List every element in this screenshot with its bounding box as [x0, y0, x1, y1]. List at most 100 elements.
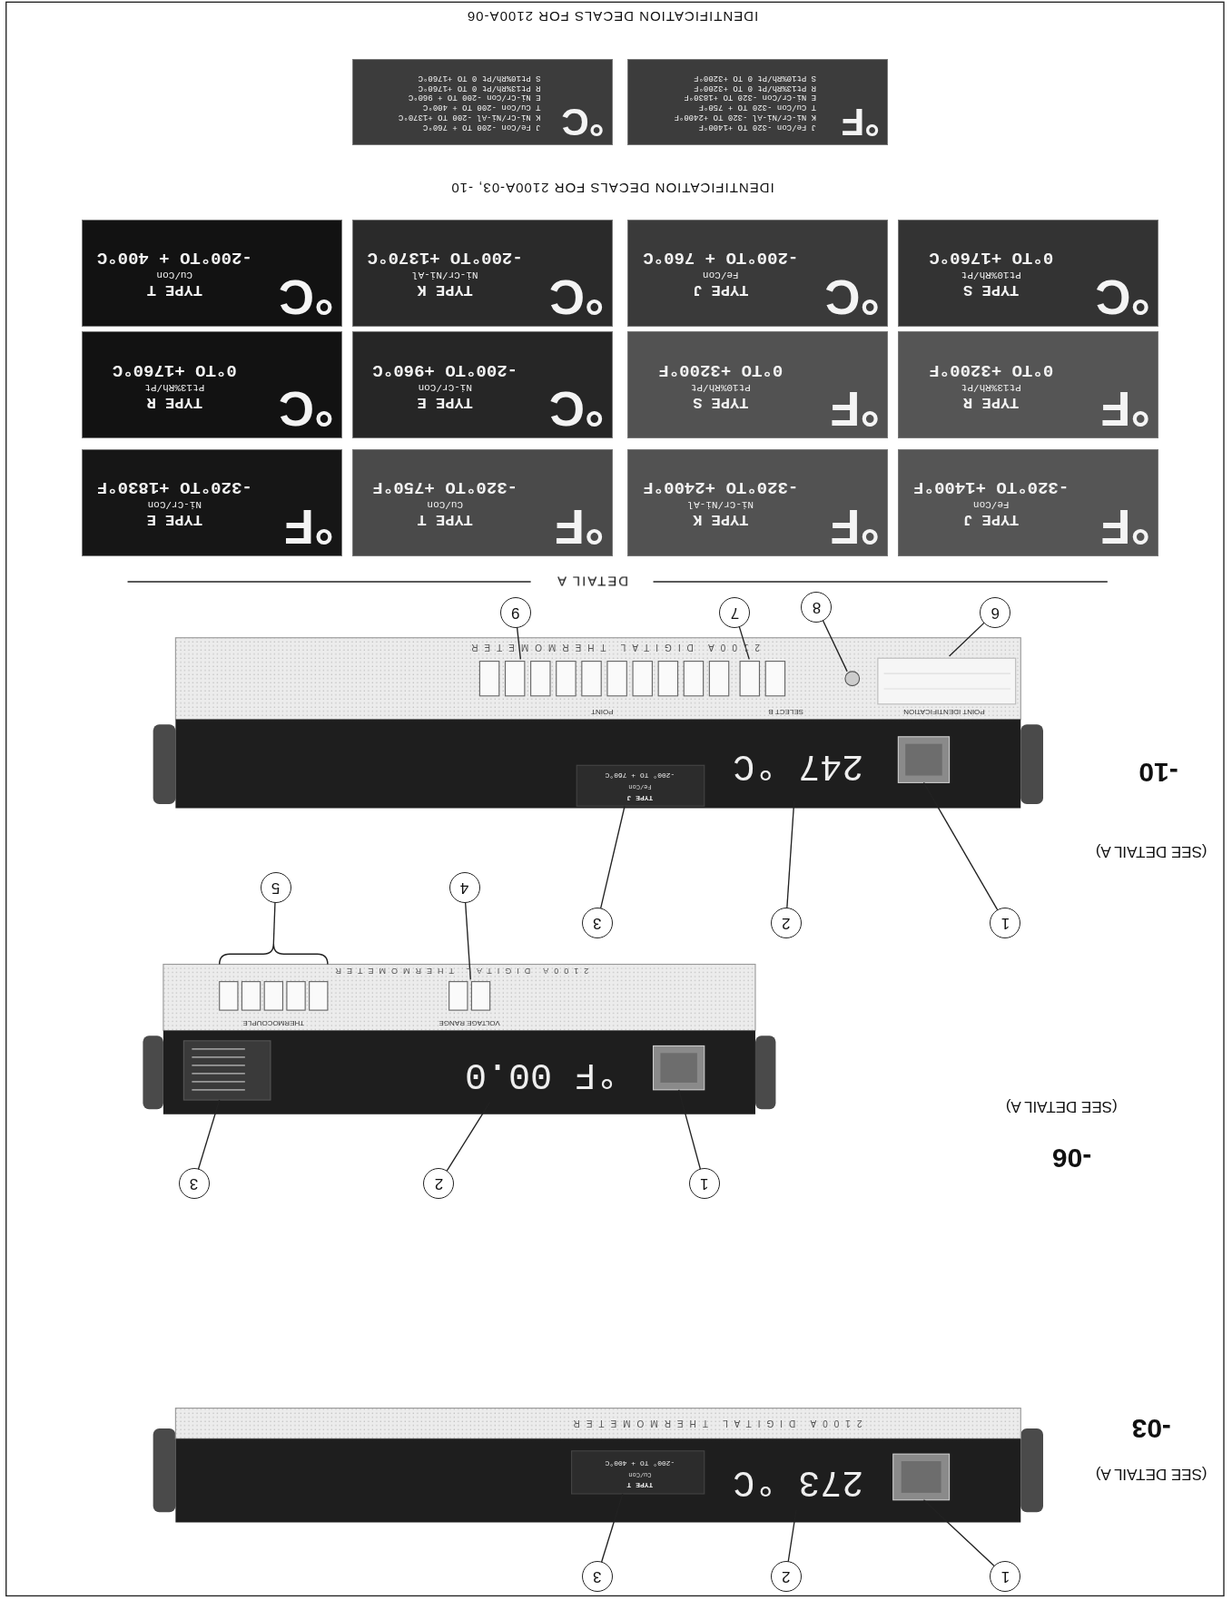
- callout-circle: 3: [581, 1561, 613, 1593]
- callout-circle: 4: [449, 872, 481, 904]
- switch-label: POINT IDENTIFICATION: [903, 708, 985, 716]
- scale-symbol: °C: [278, 273, 335, 323]
- callout-circle: 2: [423, 1168, 454, 1200]
- scale-symbol: °C: [561, 102, 604, 141]
- combined-decal: °CJ Fe/Con -200 TO + 760°CK Ni-Cr/Ni-Al …: [352, 59, 613, 145]
- scale-symbol: °F: [1100, 384, 1151, 434]
- display-reading: 00.0: [464, 1055, 552, 1093]
- range-text: -320°TO +1830°F: [97, 475, 253, 498]
- callout-number: 9: [511, 603, 520, 622]
- decal-text-column: TYPE ENi-Cr/Con-320°TO +1830°F: [88, 453, 262, 552]
- scale-symbol: °F: [1100, 502, 1151, 552]
- alloy-pair: Ni-Cr/Ni-Al: [687, 497, 754, 511]
- switch-label: THERMOCOUPLE: [243, 1019, 306, 1027]
- unit-suffix: -10: [1138, 758, 1178, 787]
- thermocouple-type: TYPE T: [417, 510, 474, 530]
- decal-text-column: TYPE KNi-Cr/Ni-Al-320°TO +2400°F: [633, 453, 808, 552]
- unit-suffix: -06: [1052, 1144, 1092, 1173]
- callout-number: 4: [460, 878, 469, 897]
- unit-03-drawing: [153, 1409, 1044, 1578]
- range-text: -200°TO +1370°C: [367, 246, 523, 268]
- switch-label: POINT: [591, 708, 613, 716]
- thermocouple-type: TYPE J: [963, 510, 1019, 530]
- callout-circle: 1: [989, 1561, 1021, 1593]
- callout-circle: 1: [689, 1168, 720, 1200]
- scale-symbol: °C: [825, 273, 881, 323]
- range-text: -200°TO + 400°C: [97, 246, 253, 268]
- decal-text-column: TYPE ENi-Cr/Con-200°TO +960°C: [358, 335, 533, 434]
- callout-circle: 6: [979, 597, 1011, 629]
- panel-title: 2100A DIGITAL THERMOMETER: [567, 1419, 863, 1429]
- see-detail-note: (SEE DETAIL A): [1005, 1099, 1118, 1115]
- identification-decal: °CTYPE ENi-Cr/Con-200°TO +960°C: [352, 331, 613, 439]
- range-text: -320°TO +1400°F: [913, 475, 1069, 498]
- scale-symbol: °F: [284, 502, 335, 552]
- alloy-pair: Pt13%Rh/Pt: [961, 380, 1022, 394]
- callout-circle: 7: [719, 597, 750, 629]
- decal-range: -200° TO + 760°C: [605, 771, 676, 779]
- callout-circle: 8: [800, 591, 832, 623]
- decal-range: -200° TO + 400°C: [605, 1459, 676, 1468]
- unit-10-drawing: [153, 607, 1044, 925]
- range-text: 0°TO +3200°F: [928, 358, 1054, 381]
- thermocouple-type: TYPE R: [963, 393, 1019, 413]
- scale-symbol: °C: [549, 273, 605, 323]
- callout-circle: 9: [500, 597, 532, 629]
- callout-number: 2: [434, 1174, 444, 1193]
- alloy-pair: Ni-Cr/Con: [418, 380, 473, 394]
- decal-alloy: Cu/Con: [628, 1471, 651, 1479]
- decal-text-column: TYPE JFe/Con-200°TO + 760°C: [633, 224, 808, 323]
- identification-decal: °F TYPE RPt13%Rh/Pt0°TO +3200°F: [897, 331, 1159, 439]
- callout-circle: 3: [178, 1168, 210, 1200]
- range-text: 0°TO +1760°C: [928, 246, 1054, 268]
- switch-label: VOLTAGE RANGE: [439, 1019, 501, 1027]
- callout-circle: 3: [581, 907, 613, 939]
- callout-number: 7: [730, 603, 740, 622]
- range-row: J Fe/Con -320 TO +1400°F: [699, 121, 818, 132]
- range-row: S Pt10%Rh/Pt 0 TO +1760°C: [418, 72, 542, 83]
- alloy-pair: Ni-Cr/Con: [147, 497, 202, 511]
- decal-text-column: TYPE SPt10%Rh/Pt0°TO +1760°C: [904, 224, 1078, 323]
- display-unit: °F: [574, 1055, 619, 1093]
- section-heading: IDENTIFICATION DECALS FOR 2100A-06: [466, 10, 759, 25]
- range-text: -200°TO +960°C: [372, 358, 518, 381]
- callout-number: 2: [781, 1567, 790, 1587]
- thermocouple-type: TYPE R: [147, 393, 203, 413]
- alloy-pair: Cu/Con: [157, 267, 194, 281]
- thermocouple-type: TYPE J: [692, 280, 749, 300]
- identification-decal: °CTYPE TCu/Con-200°TO + 400°C: [81, 219, 343, 327]
- alloy-pair: Fe/Con: [702, 267, 740, 281]
- thermocouple-type: TYPE S: [963, 280, 1019, 300]
- identification-decal: °F TYPE ENi-Cr/Con-320°TO +1830°F: [81, 449, 343, 557]
- thermocouple-type: TYPE S: [692, 393, 749, 413]
- decal-alloy: Fe/Con: [628, 783, 651, 790]
- combined-decal: °FJ Fe/Con -320 TO +1400°FK Ni-Cr/Ni-Al …: [627, 59, 888, 145]
- range-text: 0°TO +3200°F: [658, 358, 783, 381]
- display-reading: 247 °C: [732, 747, 864, 784]
- callout-number: 1: [1001, 1567, 1010, 1587]
- callout-circle: 1: [989, 907, 1021, 939]
- callout-number: 3: [189, 1174, 198, 1193]
- thermocouple-type: TYPE K: [692, 510, 749, 530]
- callout-number: 3: [592, 1567, 602, 1587]
- range-row: J Fe/Con -200 TO + 760°C: [423, 121, 542, 132]
- range-text: -320°TO +750°F: [372, 475, 518, 498]
- thermocouple-type: TYPE E: [417, 393, 474, 413]
- range-row: S Pt10%Rh/Pt 0 TO +3200°F: [693, 72, 817, 83]
- identification-decal: °F TYPE JFe/Con-320°TO +1400°F: [897, 449, 1159, 557]
- alloy-pair: Fe/Con: [973, 497, 1010, 511]
- callout-circle: 5: [260, 872, 292, 904]
- range-row: E Ni-Cr/Con -200 TO + 960°C: [408, 92, 542, 103]
- identification-decal: °FTYPE SPt10%Rh/Pt0°TO +3200°F: [627, 331, 888, 439]
- range-row: E Ni-Cr/Con -320 TO +1830°F: [683, 92, 817, 103]
- callout-circle: 2: [770, 1561, 802, 1593]
- alloy-pair: Pt10%Rh/Pt: [690, 380, 751, 394]
- thermocouple-type: TYPE E: [147, 510, 203, 530]
- callout-circle: 2: [770, 907, 802, 939]
- decal-text-column: TYPE SPt10%Rh/Pt0°TO +3200°F: [633, 335, 808, 434]
- range-text: -200°TO + 760°C: [642, 246, 799, 268]
- panel-title: 2100A DIGITAL THERMOMETER: [464, 642, 760, 652]
- scale-symbol: °C: [1094, 273, 1151, 323]
- section-heading: IDENTIFICATION DECALS FOR 2100A-03, -10: [450, 182, 774, 197]
